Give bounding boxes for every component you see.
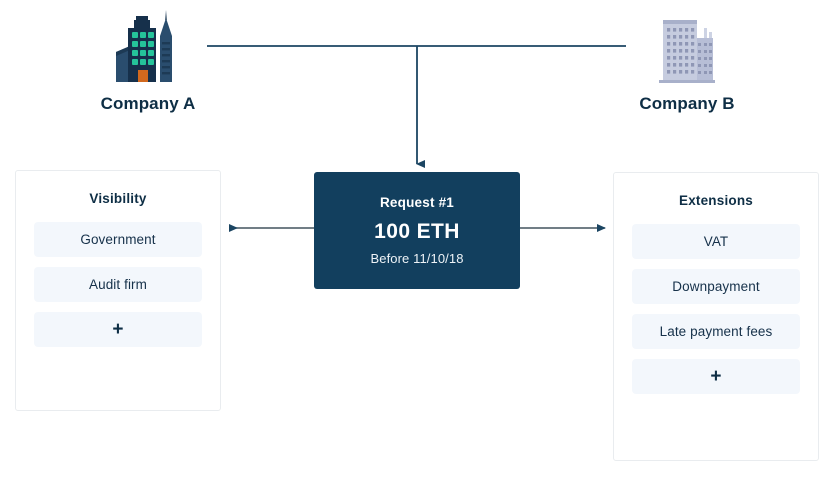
extensions-item-downpayment[interactable]: Downpayment — [632, 269, 800, 304]
extensions-item-label: Downpayment — [672, 279, 760, 294]
plus-icon: + — [710, 365, 722, 387]
panel-visibility-title: Visibility — [89, 191, 147, 206]
extensions-item-label: Late payment fees — [659, 324, 773, 339]
company-a-label: Company A — [100, 94, 196, 113]
panel-extensions-title: Extensions — [678, 193, 754, 208]
company-b-label: Company B — [639, 94, 735, 113]
extensions-item-label: VAT — [703, 234, 729, 249]
request-title: Request #1 — [379, 195, 455, 210]
visibility-item-government[interactable]: Government — [34, 222, 202, 257]
extensions-item-late-payment-fees[interactable]: Late payment fees — [632, 314, 800, 349]
extensions-add-button[interactable]: + — [632, 359, 800, 394]
panel-extensions-items: VAT Downpayment Late payment fees + — [614, 224, 818, 394]
plus-icon: + — [112, 318, 124, 340]
visibility-item-audit-firm[interactable]: Audit firm — [34, 267, 202, 302]
node-company-a[interactable]: Company A — [68, 8, 228, 114]
visibility-item-label: Government — [80, 232, 156, 247]
panel-extensions: Extensions VAT Downpayment Late payment … — [613, 172, 819, 461]
node-company-b[interactable]: Company B — [607, 8, 767, 114]
request-amount: 100 ETH — [374, 220, 460, 243]
extensions-item-vat[interactable]: VAT — [632, 224, 800, 259]
request-card[interactable]: Request #1 100 ETH Before 11/10/18 — [314, 172, 520, 289]
panel-visibility: Visibility Government Audit firm + — [15, 170, 221, 411]
city-buildings-icon — [116, 10, 172, 82]
panel-visibility-items: Government Audit firm + — [16, 222, 220, 347]
visibility-item-label: Audit firm — [88, 277, 147, 292]
visibility-add-button[interactable]: + — [34, 312, 202, 347]
office-building-icon — [659, 20, 715, 83]
request-due-date: Before 11/10/18 — [370, 251, 464, 266]
